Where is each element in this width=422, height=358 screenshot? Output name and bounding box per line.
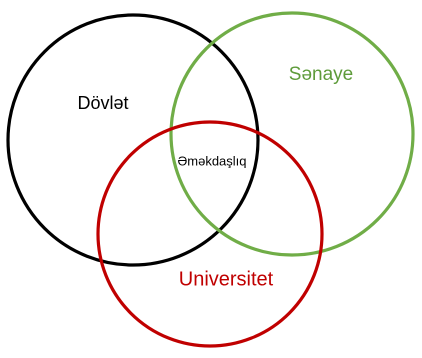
intersection-label: Əməkdaşlıq [177,153,246,168]
university-label: Universitet [179,268,274,290]
university-circle [96,120,324,348]
industry-label: Sənaye [289,64,353,85]
state-label: Dövlət [77,93,128,113]
state-circle [6,13,260,267]
industry-circle [169,11,415,257]
